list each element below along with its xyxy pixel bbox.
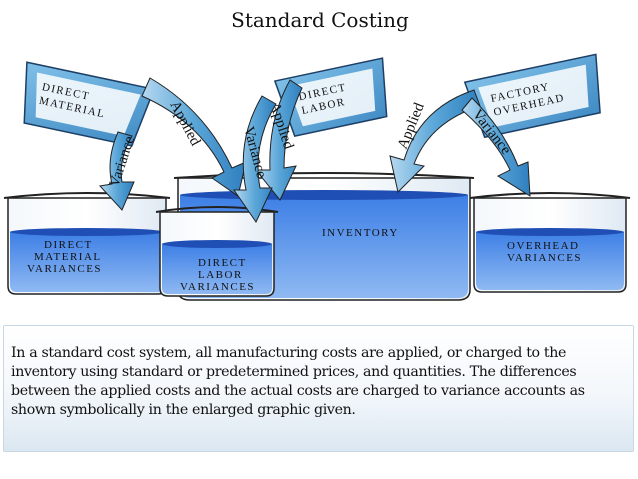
overhead-variances-beaker: OVERHEAD VARIANCES	[469, 192, 631, 293]
caption-text: In a standard cost system, all manufactu…	[11, 345, 585, 418]
factory-overhead-bucket: FACTORY OVERHEAD	[463, 53, 601, 139]
direct-labor-variances-beaker: DIRECT LABOR VARIANCES	[155, 206, 279, 297]
oh-variances-line-2: VARIANCES	[507, 252, 582, 264]
direct-material-bucket: DIRECT MATERIAL	[23, 61, 156, 147]
dm-variances-line-1: DIRECT	[44, 239, 93, 251]
dl-variances-line-1: DIRECT	[198, 257, 247, 269]
dm-variances-line-3: VARIANCES	[27, 263, 102, 275]
oh-variances-line-1: OVERHEAD	[507, 240, 580, 252]
fo-applied-arrow	[389, 89, 481, 193]
inventory-label: INVENTORY	[322, 227, 399, 239]
fo-variance-arrow	[461, 97, 531, 197]
dl-variances-line-2: LABOR	[198, 269, 243, 281]
direct-material-variances-beaker: DIRECT MATERIAL VARIANCES	[3, 192, 171, 295]
dm-variance-arrow	[99, 131, 135, 211]
direct-labor-bucket: DIRECT LABOR	[273, 57, 388, 137]
dl-variances-line-3: VARIANCES	[180, 281, 255, 293]
caption-box: In a standard cost system, all manufactu…	[3, 325, 634, 452]
diagram-title: Standard Costing	[231, 8, 409, 32]
standard-costing-diagram: Standard Costing INVENTORY DIRECT MATERI…	[3, 8, 631, 301]
dl-variance-arrow	[233, 95, 277, 224]
dm-variances-line-2: MATERIAL	[34, 251, 102, 263]
dl-applied-arrow	[254, 79, 303, 201]
